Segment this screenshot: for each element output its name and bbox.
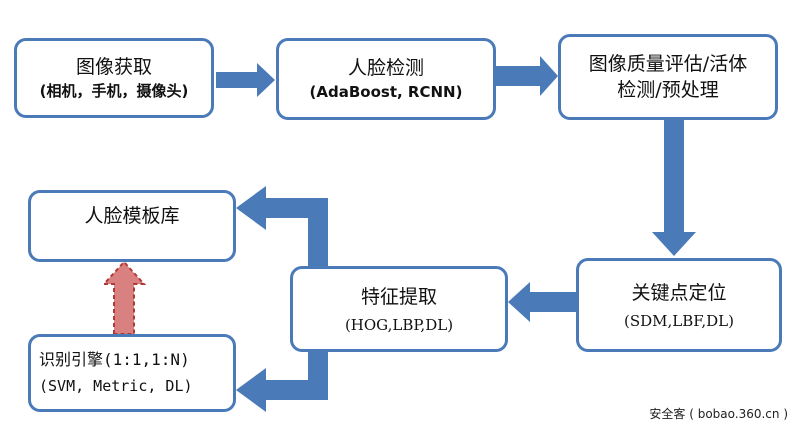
dashed-arrow-engine-to-template [101,260,147,335]
arrow-feature-to-engine [236,352,328,412]
box-face-detection: 人脸检测 (AdaBoost, RCNN) [276,38,496,120]
arrow-quality-to-landmark [652,120,696,256]
landmark-sub: (SDM,LBF,DL) [624,312,734,330]
arrow-landmark-to-feature [508,282,576,322]
box-face-template-db: 人脸模板库 [28,190,236,262]
quality-line2: 检测/预处理 [617,79,719,101]
box-quality-liveness: 图像质量评估/活体 检测/预处理 [558,34,778,120]
feature-title: 特征提取 [360,286,437,308]
acquisition-title: 图像获取 [75,56,152,78]
quality-line1: 图像质量评估/活体 [588,53,748,75]
arrow-detection-to-quality [496,56,558,96]
box-recognition-engine: 识别引擎(1:1,1:N) (SVM, Metric, DL) [28,334,236,412]
template-title: 人脸模板库 [84,205,180,227]
engine-title: 识别引擎(1:1,1:N) [39,350,190,369]
box-landmark-localization: 关键点定位 (SDM,LBF,DL) [576,258,782,352]
watermark: 安全客 ( bobao.360.cn ) [649,407,788,421]
landmark-title: 关键点定位 [631,282,727,304]
feature-sub: (HOG,LBP,DL) [344,316,454,334]
engine-sub: (SVM, Metric, DL) [39,377,193,395]
box-feature-extraction: 特征提取 (HOG,LBP,DL) [290,266,508,352]
acquisition-sub: (相机，手机，摄像头) [39,82,189,100]
box-image-acquisition: 图像获取 (相机，手机，摄像头) [14,38,214,118]
arrow-acquisition-to-detection [216,63,275,97]
detection-sub: (AdaBoost, RCNN) [309,83,463,101]
detection-title: 人脸检测 [347,57,424,79]
arrow-feature-to-template [236,186,328,266]
